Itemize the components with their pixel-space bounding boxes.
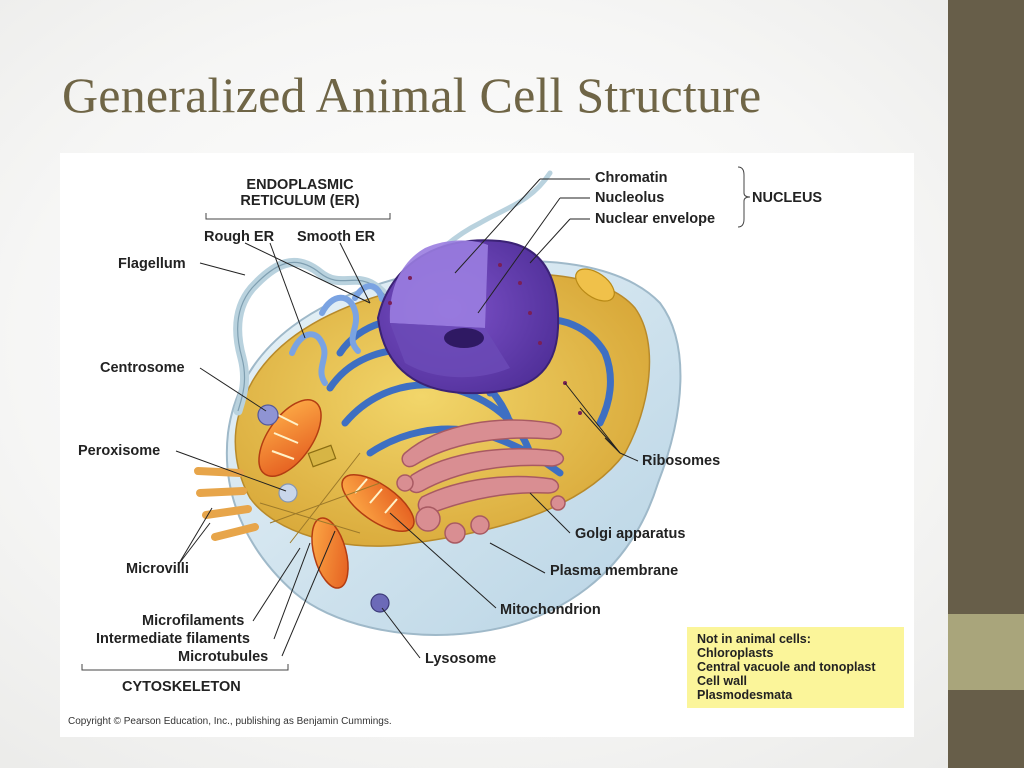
small-organelles — [257, 268, 615, 613]
label-intermediate-filaments: Intermediate filaments — [96, 631, 250, 647]
note-heading: Not in animal cells: — [697, 632, 811, 646]
slide-title: Generalized Animal Cell Structure — [62, 67, 762, 123]
note-item: Chloroplasts — [697, 646, 774, 660]
mitochondrion-shapes — [258, 399, 415, 589]
label-mitochondrion: Mitochondrion — [500, 602, 601, 618]
cytoskeleton-lines — [259, 452, 381, 544]
label-nuclear-envelope: Nuclear envelope — [595, 211, 716, 227]
label-microvilli: Microvilli — [126, 561, 189, 577]
smooth-er-shape — [289, 283, 385, 386]
note-item: Cell wall — [697, 674, 748, 688]
label-golgi-apparatus: Golgi apparatus — [575, 526, 686, 542]
cell-illustration — [81, 166, 751, 671]
copyright-notice: Copyright © Pearson Education, Inc., pub… — [68, 716, 392, 727]
label-er-group: ENDOPLASMIC RETICULUM (ER) — [240, 177, 360, 209]
label-cytoskeleton: CYTOSKELETON — [122, 679, 241, 695]
label-peroxisome: Peroxisome — [78, 443, 161, 459]
label-centrosome: Centrosome — [100, 360, 185, 376]
label-microfilaments: Microfilaments — [142, 613, 245, 629]
golgi-shape — [396, 419, 566, 544]
label-lysosome: Lysosome — [425, 651, 497, 667]
not-in-animal-cells-box: Not in animal cells: Chloroplasts Centra… — [687, 627, 904, 708]
leader-lines — [175, 178, 639, 659]
cell-diagram: ENDOPLASMIC RETICULUM (ER) Rough ER Smoo… — [60, 153, 914, 737]
label-plasma-membrane: Plasma membrane — [550, 563, 679, 579]
label-nucleus: NUCLEUS — [752, 190, 823, 206]
nucleus-shape — [376, 239, 560, 395]
label-ribosomes: Ribosomes — [642, 453, 721, 469]
note-item: Central vacuole and tonoplast — [697, 660, 876, 674]
label-nucleolus: Nucleolus — [595, 190, 665, 206]
label-smooth-er: Smooth ER — [297, 229, 376, 245]
slide-sidebar-accent — [948, 614, 1024, 690]
label-flagellum: Flagellum — [118, 256, 186, 272]
label-brackets — [81, 166, 751, 671]
note-item: Plasmodesmata — [697, 688, 793, 702]
label-chromatin: Chromatin — [595, 170, 668, 186]
microvilli-shape — [194, 467, 259, 541]
label-microtubules: Microtubules — [178, 649, 269, 665]
label-rough-er: Rough ER — [204, 229, 275, 245]
